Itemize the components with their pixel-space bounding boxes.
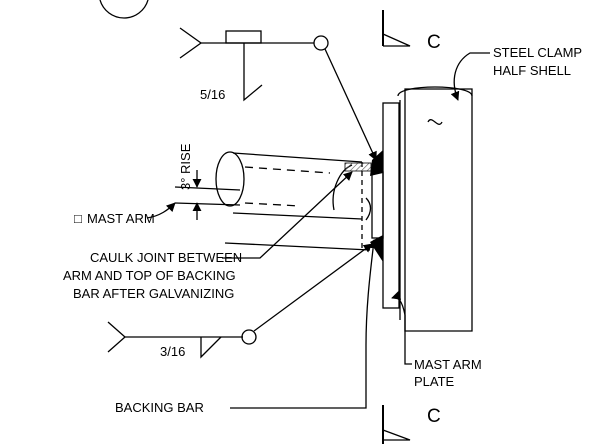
detail-callout-circle	[99, 0, 149, 19]
weld-size-bottom: 3/16	[160, 344, 185, 359]
weld-top	[370, 150, 383, 176]
weld-symbol-bottom	[107, 243, 373, 359]
section-marker-top	[382, 10, 411, 47]
steel-clamp-label-line1: STEEL CLAMP	[493, 45, 582, 60]
caulk-leader	[222, 171, 353, 259]
section-marker-bottom	[382, 405, 411, 444]
caulk-label-line1: CAULK JOINT BETWEEN	[90, 250, 242, 265]
section-label-bottom: C	[427, 406, 441, 427]
backing-bar	[371, 171, 384, 239]
steel-clamp-label-line2: HALF SHELL	[493, 63, 571, 78]
rise-dimension	[174, 170, 241, 220]
mast-arm-leader	[146, 202, 176, 219]
mast-arm-pipe	[215, 151, 372, 251]
weld-size-top: 5/16	[200, 87, 225, 102]
mast-arm-box-glyph: □	[74, 211, 82, 226]
mast-arm-plate-label-line2: PLATE	[414, 374, 455, 389]
mast-arm-label: MAST ARM	[87, 211, 155, 226]
mast-arm-plate-leader	[391, 291, 412, 365]
backing-bar-leader	[230, 239, 378, 409]
steel-clamp-half-shell	[397, 86, 473, 332]
mast-arm-plate	[382, 102, 400, 309]
caulk-label-line3: BAR AFTER GALVANIZING	[73, 286, 234, 301]
steel-clamp-leader	[450, 52, 490, 101]
weld-symbol-top	[179, 27, 377, 161]
mast-arm-plate-label-line1: MAST ARM	[414, 357, 482, 372]
caulk-joint	[344, 162, 372, 172]
backing-bar-label: BACKING BAR	[115, 400, 204, 415]
rise-label: 3° RISE	[178, 143, 193, 190]
section-label-top: C	[427, 32, 441, 53]
caulk-label-line2: ARM AND TOP OF BACKING	[63, 268, 236, 283]
